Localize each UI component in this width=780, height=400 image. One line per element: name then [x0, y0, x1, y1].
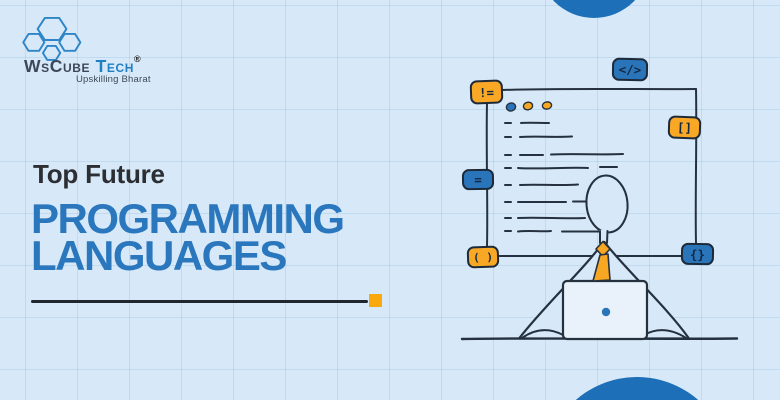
window-dot-2: [522, 101, 534, 111]
headline-kicker: Top Future: [33, 159, 165, 189]
badge-parentheses-label: ( ): [472, 250, 494, 264]
person-head: [585, 174, 629, 234]
person-neck: [599, 230, 609, 244]
brand-tagline: Upskilling Bharat: [76, 74, 151, 85]
brand-name: WsCube Tech®: [24, 54, 141, 77]
code-window-lines: [504, 121, 624, 233]
badge-square-brackets: []: [667, 115, 702, 140]
frame-right-line: [694, 88, 698, 244]
brand-logo: WsCube Tech® Upskilling Bharat: [18, 14, 168, 85]
badge-square-brackets-label: []: [676, 119, 693, 136]
robe-fold-left: [521, 329, 564, 339]
headline-title-line2: LANGUAGES: [31, 232, 287, 279]
person-tie: [592, 240, 611, 282]
badge-curly-braces-label: {}: [689, 246, 706, 262]
badge-curly-braces: {}: [680, 242, 715, 266]
person-neck-fill: [599, 230, 609, 244]
headline-title-line1: PROGRAMMING: [31, 195, 345, 242]
brand-name-secondary: Tech: [95, 56, 135, 76]
window-dots: [505, 101, 553, 112]
headline-title: PROGRAMMING LANGUAGES: [31, 195, 345, 279]
window-dot-3: [541, 101, 553, 110]
laptop-logo-dot: [601, 307, 611, 317]
badge-not-equal-label: !=: [478, 84, 495, 100]
badge-parentheses: ( ): [466, 245, 500, 269]
badge-code-tag: </>: [611, 57, 649, 82]
window-dot-1: [505, 102, 517, 112]
divider-accent-square: [369, 294, 382, 307]
frame-top-line: [501, 87, 697, 91]
brand-name-primary: WsCube: [24, 56, 91, 76]
hexagon-logo-icon: [22, 16, 82, 61]
badge-equals-label: =: [474, 171, 482, 188]
divider-line: [31, 300, 368, 303]
badge-code-tag-label: </>: [618, 61, 642, 78]
tie-body: [592, 253, 611, 282]
badge-equals: =: [461, 168, 495, 191]
registered-mark-icon: ®: [134, 54, 141, 64]
badge-not-equal: !=: [469, 79, 504, 105]
